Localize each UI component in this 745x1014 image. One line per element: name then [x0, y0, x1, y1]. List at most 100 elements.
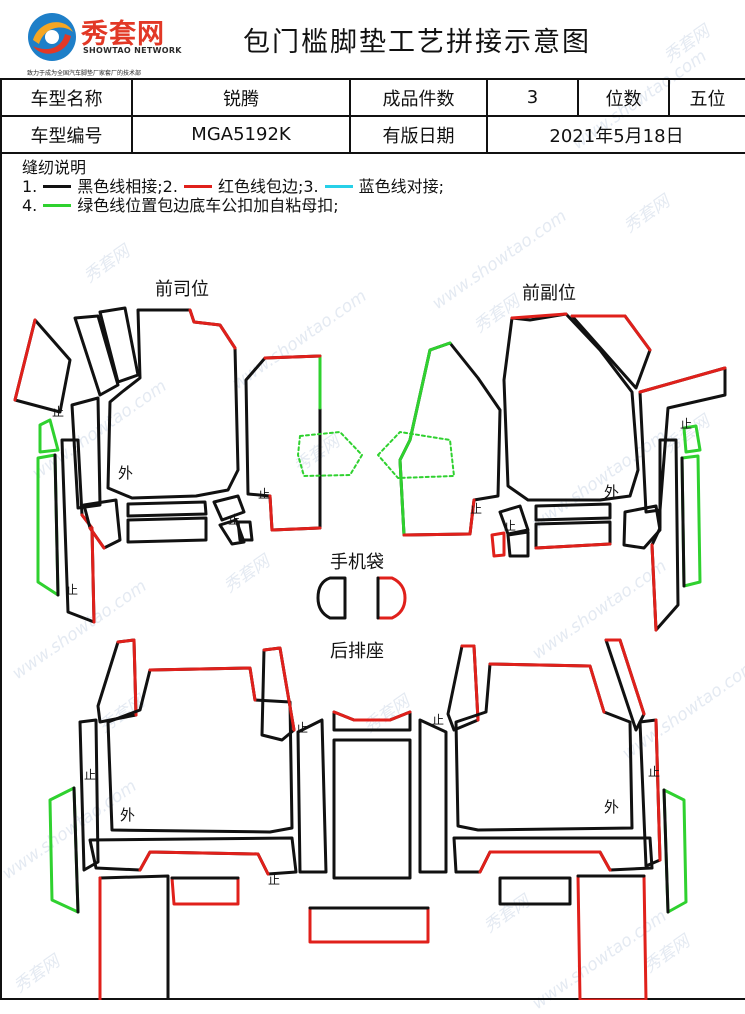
note-red: 红色线包边;3.	[217, 177, 319, 196]
passenger-dotted-outline	[377, 431, 455, 479]
driver-center-piece	[244, 354, 322, 532]
stop-mark: 止	[504, 519, 516, 533]
logo-slogan: 致力于成为全国汽车脚垫厂家套厂的技术部	[27, 70, 142, 77]
stop-mark: 止	[648, 765, 660, 779]
passenger-heel-1	[534, 502, 612, 522]
stop-mark: 止	[432, 713, 444, 727]
passenger-heel-2-red	[534, 542, 612, 550]
seats-label: 位数	[577, 78, 670, 117]
rear-right-bottom-mat	[576, 874, 648, 1000]
passenger-bottom-right	[622, 504, 662, 550]
rear-left-bottom-mat	[98, 874, 170, 1000]
phone-bag-left	[316, 576, 347, 620]
rear-right-pillar-red	[460, 644, 480, 722]
note-green: 绿色线位置包边底车公扣加自粘母扣;	[77, 196, 339, 215]
driver-small-1	[212, 494, 246, 522]
stop-mark: 止	[268, 873, 280, 887]
passenger-small-1	[498, 504, 530, 536]
rear-left-top-strip	[96, 638, 138, 724]
driver-long-strip-red	[80, 513, 96, 624]
pieces-label: 成品件数	[349, 78, 488, 117]
passenger-center-green	[398, 341, 452, 537]
notes-heading: 缝纫说明	[22, 158, 87, 177]
green-line-swatch	[43, 204, 72, 207]
stop-mark: 止	[470, 502, 482, 516]
note-blue: 蓝色线对接;	[358, 177, 445, 196]
date-label: 有版日期	[349, 115, 488, 154]
driver-small-2	[218, 518, 246, 546]
document-title: 包门槛脚垫工艺拼接示意图	[243, 27, 591, 58]
section-label-phone-bag: 手机袋	[330, 552, 384, 573]
stop-mark: 止	[66, 583, 78, 597]
outer-mark: 外	[604, 483, 619, 501]
logo-swirl-icon	[28, 13, 76, 61]
rear-right-pieces	[446, 638, 688, 1000]
driver-main-mat-red-top	[188, 308, 237, 350]
driver-heel-2	[126, 516, 208, 544]
rear-left-pillar-red	[262, 646, 296, 732]
rear-right-front-strip-red	[478, 850, 612, 874]
driver-small-3	[236, 520, 254, 542]
marks: 外 外 外 外 止 止 止 止 止 止 止 止 止 止 止 止	[52, 405, 692, 887]
rear-center-tunnel	[332, 738, 412, 880]
rear-left-top-strip-red	[116, 638, 138, 717]
passenger-pillar	[570, 314, 652, 390]
note-black: 黑色线相接;2.	[77, 177, 178, 196]
stop-mark: 止	[84, 768, 96, 782]
driver-bottom-left	[82, 498, 122, 550]
black-line-swatch	[43, 185, 72, 188]
passenger-main-mat-red	[510, 312, 568, 320]
rear-left-front-strip-red	[138, 850, 270, 876]
driver-pieces	[13, 306, 363, 624]
note-number: 1.	[22, 177, 38, 196]
passenger-main-mat	[502, 312, 640, 502]
pieces-value: 3	[486, 78, 579, 117]
driver-side-strip	[70, 396, 102, 510]
outer-mark: 外	[118, 464, 133, 482]
passenger-center-piece	[398, 341, 502, 537]
notes-line-2: 4. 绿色线位置包边底车公扣加自粘母扣;	[22, 196, 444, 215]
date-value: 2021年5月18日	[486, 115, 745, 154]
rear-left-pieces	[48, 638, 298, 1000]
sewing-notes: 缝纫说明 1. 黑色线相接;2. 红色线包边;3. 蓝色线对接; 4. 绿色线位…	[22, 158, 444, 215]
section-label-rear: 后排座	[330, 641, 384, 662]
model-name-label: 车型名称	[0, 78, 133, 117]
driver-center-red	[263, 354, 322, 532]
rear-left-main-mat-red	[148, 666, 257, 702]
rear-center-side-right	[418, 718, 448, 874]
section-label-passenger: 前副位	[522, 283, 576, 304]
model-code-value: MGA5192K	[131, 115, 351, 154]
blue-line-swatch	[324, 185, 353, 188]
outer-mark: 外	[604, 798, 619, 816]
brand-logo: 秀套网 SHOWTAO NETWORK 致力于成为全国汽车脚垫厂家套厂的技术部	[25, 10, 215, 77]
rear-right-main-mat-red	[488, 662, 606, 714]
red-line-swatch	[183, 185, 212, 188]
rear-left-green-black	[72, 786, 80, 914]
phone-bag-pieces	[316, 576, 407, 620]
stop-mark: 止	[680, 417, 692, 431]
rear-center-top-strip-red	[332, 710, 412, 722]
rear-right-top-strip-red	[604, 638, 646, 716]
info-table: 车型名称 锐腾 成品件数 3 位数 五位 车型编号 MGA5192K 有版日期 …	[0, 78, 745, 154]
rear-left-side-strip	[78, 718, 100, 872]
driver-heel-1	[126, 500, 208, 518]
driver-bottom-left-red	[88, 526, 106, 550]
logo-chinese-name: 秀套网	[81, 19, 165, 50]
rear-left-heel	[170, 876, 240, 906]
note-number: 4.	[22, 196, 38, 215]
stop-mark: 止	[228, 513, 240, 527]
driver-pillar-strip-2	[98, 306, 140, 384]
notes-line-1: 1. 黑色线相接;2. 红色线包边;3. 蓝色线对接;	[22, 177, 444, 196]
passenger-small-3	[506, 530, 530, 558]
stop-mark: 止	[52, 405, 64, 419]
passenger-right-strip-black	[680, 456, 686, 588]
passenger-small-2	[490, 531, 506, 558]
driver-pillar-strip	[73, 314, 120, 397]
seats-value: 五位	[668, 78, 745, 117]
rear-center-side-left	[296, 718, 328, 874]
passenger-pieces	[377, 312, 727, 632]
phone-bag-right	[376, 576, 407, 620]
driver-door-strip-black	[53, 453, 60, 597]
driver-side-green	[38, 418, 60, 454]
